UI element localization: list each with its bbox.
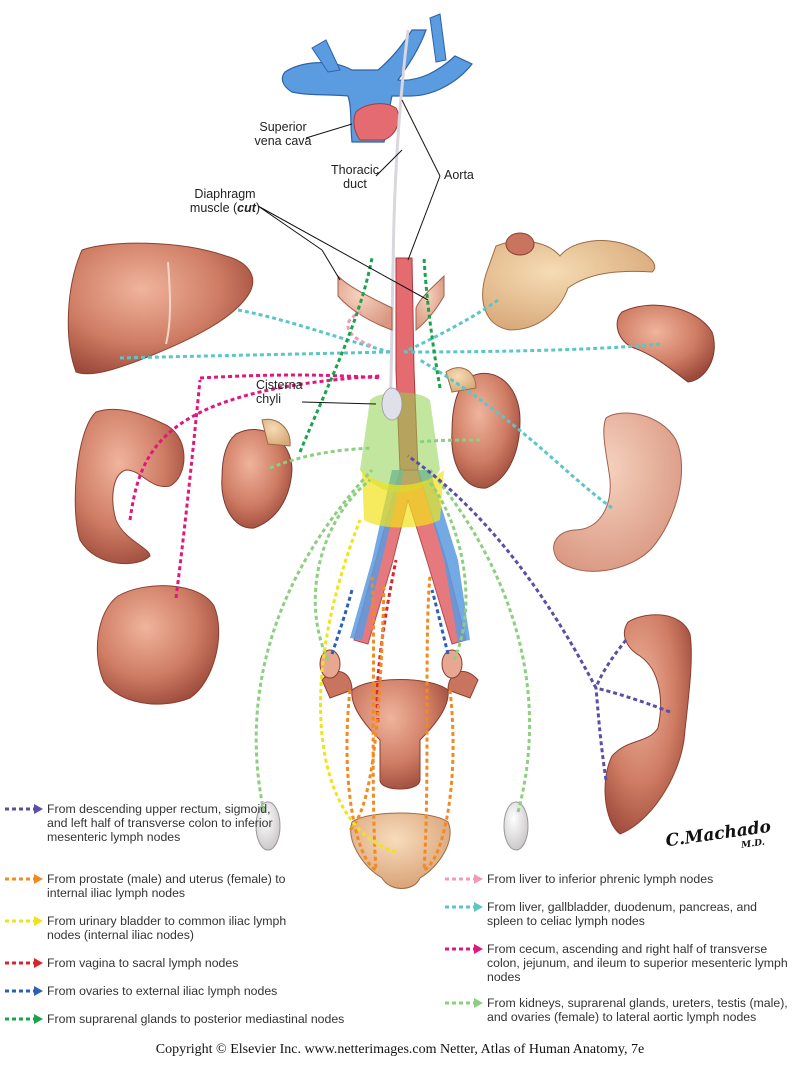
descending-colon-sigmoid <box>604 614 692 835</box>
label-thoracic-duct-line1: Thoracic <box>331 163 379 177</box>
thoracic-duct <box>388 29 410 411</box>
urinary-bladder <box>350 812 451 889</box>
label-superior-vena-cava-line2: vena cava <box>254 134 312 148</box>
label-cisterna-chyli: Cisterna chyli <box>256 378 303 406</box>
testes <box>255 801 529 851</box>
legend-text: From liver to inferior phrenic lymph nod… <box>487 872 714 886</box>
dashed-arrow-icon <box>5 804 43 814</box>
legend-text: From prostate (male) and uterus (female)… <box>47 872 286 900</box>
dashed-arrow-icon <box>445 944 483 954</box>
label-superior-vena-cava: Superior vena cava <box>248 120 318 148</box>
copyright-footer: Copyright © Elsevier Inc. www.netterimag… <box>155 1042 645 1057</box>
liver <box>67 242 254 375</box>
dashed-arrow-icon <box>5 1014 43 1024</box>
lateral-aortic-lymph-nodes <box>360 387 444 528</box>
legend-item-posterior-mediastinal: From suprarenal glands to posterior medi… <box>4 1012 384 1026</box>
legend-item-common-iliac: From urinary bladder to common iliac lym… <box>4 914 292 942</box>
legend-text: From ovaries to external iliac lymph nod… <box>47 984 278 998</box>
dashed-arrow-icon <box>5 958 43 968</box>
legend-item-sacral: From vagina to sacral lymph nodes <box>4 956 324 970</box>
dashed-arrow-icon <box>5 874 43 884</box>
stomach <box>553 412 683 572</box>
label-superior-vena-cava-line1: Superior <box>259 120 307 134</box>
label-diaphragm-line1: Diaphragm <box>194 187 256 201</box>
legend-text: From urinary bladder to common iliac lym… <box>47 914 287 942</box>
label-diaphragm-line2: muscle (cut) <box>180 201 270 215</box>
right-kidney <box>445 367 521 489</box>
drainage-pathways <box>119 257 671 873</box>
ascending-colon <box>74 408 185 565</box>
legend-text: From liver, gallbladder, duodenum, pancr… <box>487 900 758 928</box>
legend-text: From kidneys, suprarenal glands, ureters… <box>487 996 788 1024</box>
dashed-arrow-icon <box>445 902 483 912</box>
legend-item-internal-iliac: From prostate (male) and uterus (female)… <box>4 872 292 900</box>
legend-item-inferior-mesenteric: From descending upper rectum, sigmoid, a… <box>4 802 292 844</box>
legend-text: From cecum, ascending and right half of … <box>487 942 788 984</box>
label-diaphragm: Diaphragm muscle (cut) <box>180 187 270 215</box>
dashed-arrow-icon <box>5 986 43 996</box>
label-diaphragm-suffix: ) <box>255 201 261 215</box>
legend-item-external-iliac: From ovaries to external iliac lymph nod… <box>4 984 334 998</box>
uterus-ovaries <box>319 649 479 790</box>
dashed-arrow-icon <box>5 916 43 926</box>
legend-item-inferior-phrenic: From liver to inferior phrenic lymph nod… <box>444 872 794 886</box>
label-diaphragm-cut: cut <box>237 201 256 215</box>
legend-item-superior-mesenteric: From cecum, ascending and right half of … <box>444 942 794 984</box>
pancreas-duodenum <box>482 232 656 331</box>
label-diaphragm-prefix: muscle ( <box>189 201 238 215</box>
label-thoracic-duct-line2: duct <box>343 177 367 191</box>
legend-item-celiac: From liver, gallbladder, duodenum, pancr… <box>444 900 794 928</box>
legend-item-lateral-aortic: From kidneys, suprarenal glands, ureters… <box>444 996 794 1024</box>
legend-text: From vagina to sacral lymph nodes <box>47 956 239 970</box>
label-cisterna-chyli-line1: Cisterna <box>256 378 303 392</box>
dashed-arrow-icon <box>445 998 483 1008</box>
label-thoracic-duct: Thoracic duct <box>320 163 390 191</box>
dashed-arrow-icon <box>445 874 483 884</box>
small-intestine <box>96 585 220 705</box>
legend-text: From descending upper rectum, sigmoid, a… <box>47 802 273 844</box>
superior-vena-cava <box>281 13 473 143</box>
label-aorta: Aorta <box>444 168 474 182</box>
legend-text: From suprarenal glands to posterior medi… <box>47 1012 345 1026</box>
label-cisterna-chyli-line2: chyli <box>256 392 282 406</box>
spleen <box>616 304 715 383</box>
diaphragm <box>337 274 445 332</box>
left-kidney <box>221 418 293 529</box>
leader-lines <box>257 99 441 405</box>
